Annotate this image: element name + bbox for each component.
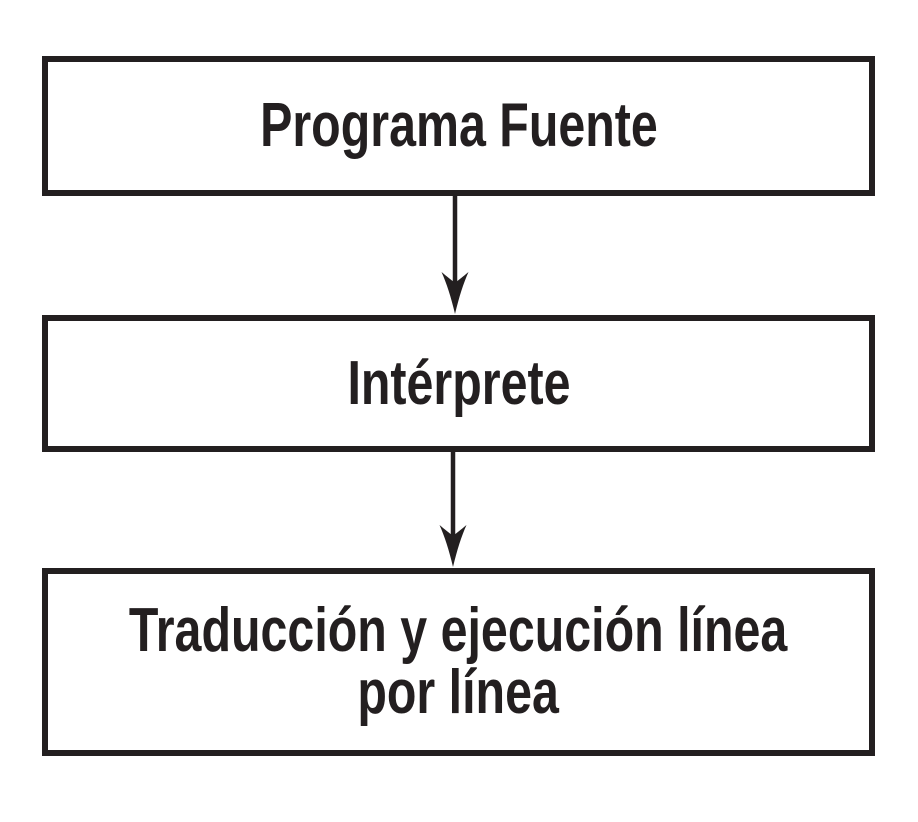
node-label-line: Traducción y ejecución línea: [129, 596, 788, 665]
node-traduccion-ejecucion-label: Traducción y ejecución línea por línea: [129, 600, 787, 724]
node-traduccion-ejecucion: Traducción y ejecución línea por línea: [42, 568, 875, 756]
node-programa-fuente: Programa Fuente: [42, 56, 875, 196]
node-programa-fuente-label: Programa Fuente: [260, 95, 658, 157]
arrow-down-icon: [441, 196, 469, 314]
node-interprete: Intérprete: [42, 315, 875, 452]
node-label-line: Intérprete: [346, 348, 571, 418]
node-label-line: por línea: [357, 658, 560, 727]
arrow-down-icon: [439, 452, 467, 567]
node-label-line: Programa Fuente: [259, 91, 658, 160]
node-interprete-label: Intérprete: [346, 348, 571, 418]
